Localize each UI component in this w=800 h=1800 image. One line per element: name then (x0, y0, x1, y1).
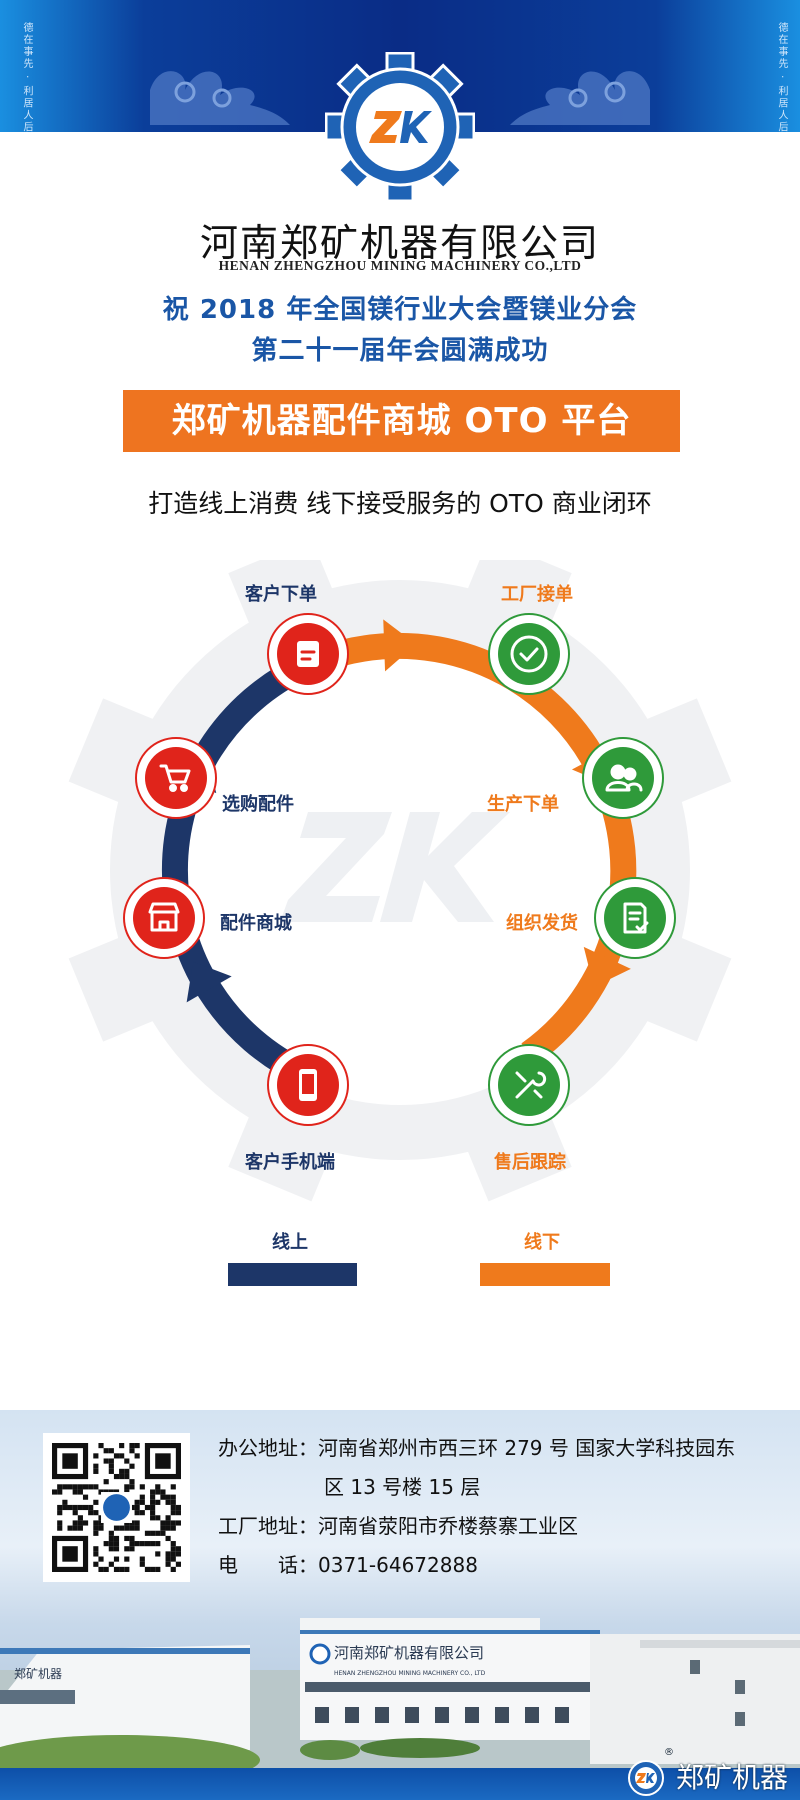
storefront-icon (148, 902, 180, 932)
qr-code[interactable] (43, 1433, 190, 1582)
step-label-customer-order: 客户下单 (245, 584, 317, 605)
shopping-cart-icon (159, 764, 191, 792)
tools-icon (515, 1071, 547, 1099)
congrats-line-2: 第二十一届年会圆满成功 (251, 336, 549, 366)
legend-online-bar (228, 1263, 357, 1286)
online-step-node (267, 613, 349, 695)
online-step-node (123, 877, 205, 959)
document-check-icon (623, 902, 649, 934)
logo-z-mark (369, 111, 402, 143)
phone-label: 电 话： (218, 1553, 318, 1577)
step-label-factory-accept: 工厂接单 (501, 584, 573, 605)
step-label-mobile: 客户手机端 (245, 1152, 335, 1173)
users-icon (605, 764, 643, 792)
office-label: 办公地址： (218, 1436, 318, 1460)
qr-code-icon (52, 1443, 181, 1572)
offline-step-node (594, 877, 676, 959)
online-step-node (267, 1044, 349, 1126)
offline-step-node (582, 737, 664, 819)
legend-offline-bar (480, 1263, 610, 1286)
factory-photo: 河南郑矿机器有限公司 HENAN ZHENGZHOU MINING MACHIN… (0, 1618, 800, 1770)
step-label-after-sales: 售后跟踪 (494, 1152, 566, 1173)
oto-cycle-diagram (68, 560, 732, 1202)
clipboard-icon (297, 641, 319, 667)
cloud-ornament-left-icon (150, 71, 290, 125)
factory-label: 工厂地址： (218, 1514, 318, 1538)
brand-name: 郑矿机器 (676, 1761, 789, 1794)
offline-step-node (488, 1044, 570, 1126)
registered-mark: ® (664, 1747, 674, 1758)
footer-contact: 办公地址：河南省郑州市西三环 279 号 国家大学科技园东 区 13 号楼 15… (0, 1410, 800, 1800)
smartphone-icon (299, 1069, 317, 1101)
motto-left: 德在事先 · 利居人后 (21, 22, 32, 134)
offline-step-node (488, 613, 570, 695)
office-address-line1: 河南省郑州市西三环 279 号 国家大学科技园东 (318, 1436, 736, 1460)
step-label-select-parts: 选购配件 (222, 794, 294, 815)
step-label-production: 生产下单 (487, 794, 559, 815)
left-building-sign: 郑矿机器 (14, 1666, 62, 1681)
legend-online-label: 线上 (272, 1232, 308, 1253)
tagline: 打造线上消费 线下接受服务的 OTO 商业闭环 (148, 489, 652, 518)
online-step-node (135, 737, 217, 819)
online-arrow-arc (162, 654, 311, 1086)
building-sign-en: HENAN ZHENGZHOU MINING MACHINERY CO., LT… (334, 1670, 486, 1677)
brand-logo-icon (628, 1760, 664, 1796)
step-label-shipping: 组织发货 (506, 913, 578, 934)
phone-number: 0371-64672888 (318, 1553, 478, 1577)
cloud-ornament-right-icon (510, 71, 650, 125)
motto-right: 德在事先 · 利居人后 (776, 22, 787, 134)
building-sign-cn: 河南郑矿机器有限公司 (334, 1644, 484, 1662)
platform-title-banner: 郑矿机器配件商城 OTO 平台 (123, 390, 680, 452)
watermark-zk-icon (280, 812, 510, 922)
company-name-cn: 河南郑矿机器有限公司 (199, 221, 600, 265)
bottom-band (0, 1768, 800, 1800)
step-label-parts-mall: 配件商城 (220, 913, 292, 934)
offline-arrowhead (583, 946, 631, 987)
check-circle-icon (510, 635, 548, 673)
congrats-line-1: 祝 2018 年全国镁行业大会暨镁业分会 (162, 295, 638, 325)
online-arrowhead (186, 961, 232, 1003)
legend-offline-label: 线下 (524, 1232, 560, 1253)
zk-gear-logo (325, 52, 475, 202)
logo-k-mark (400, 111, 432, 143)
offline-arrowhead (383, 619, 417, 672)
office-address-line2: 区 13 号楼 15 层 (324, 1475, 481, 1499)
company-name-en: HENAN ZHENGZHOU MINING MACHINERY CO.,LTD (218, 258, 582, 273)
factory-address: 河南省荥阳市乔楼蔡寨工业区 (318, 1514, 578, 1538)
